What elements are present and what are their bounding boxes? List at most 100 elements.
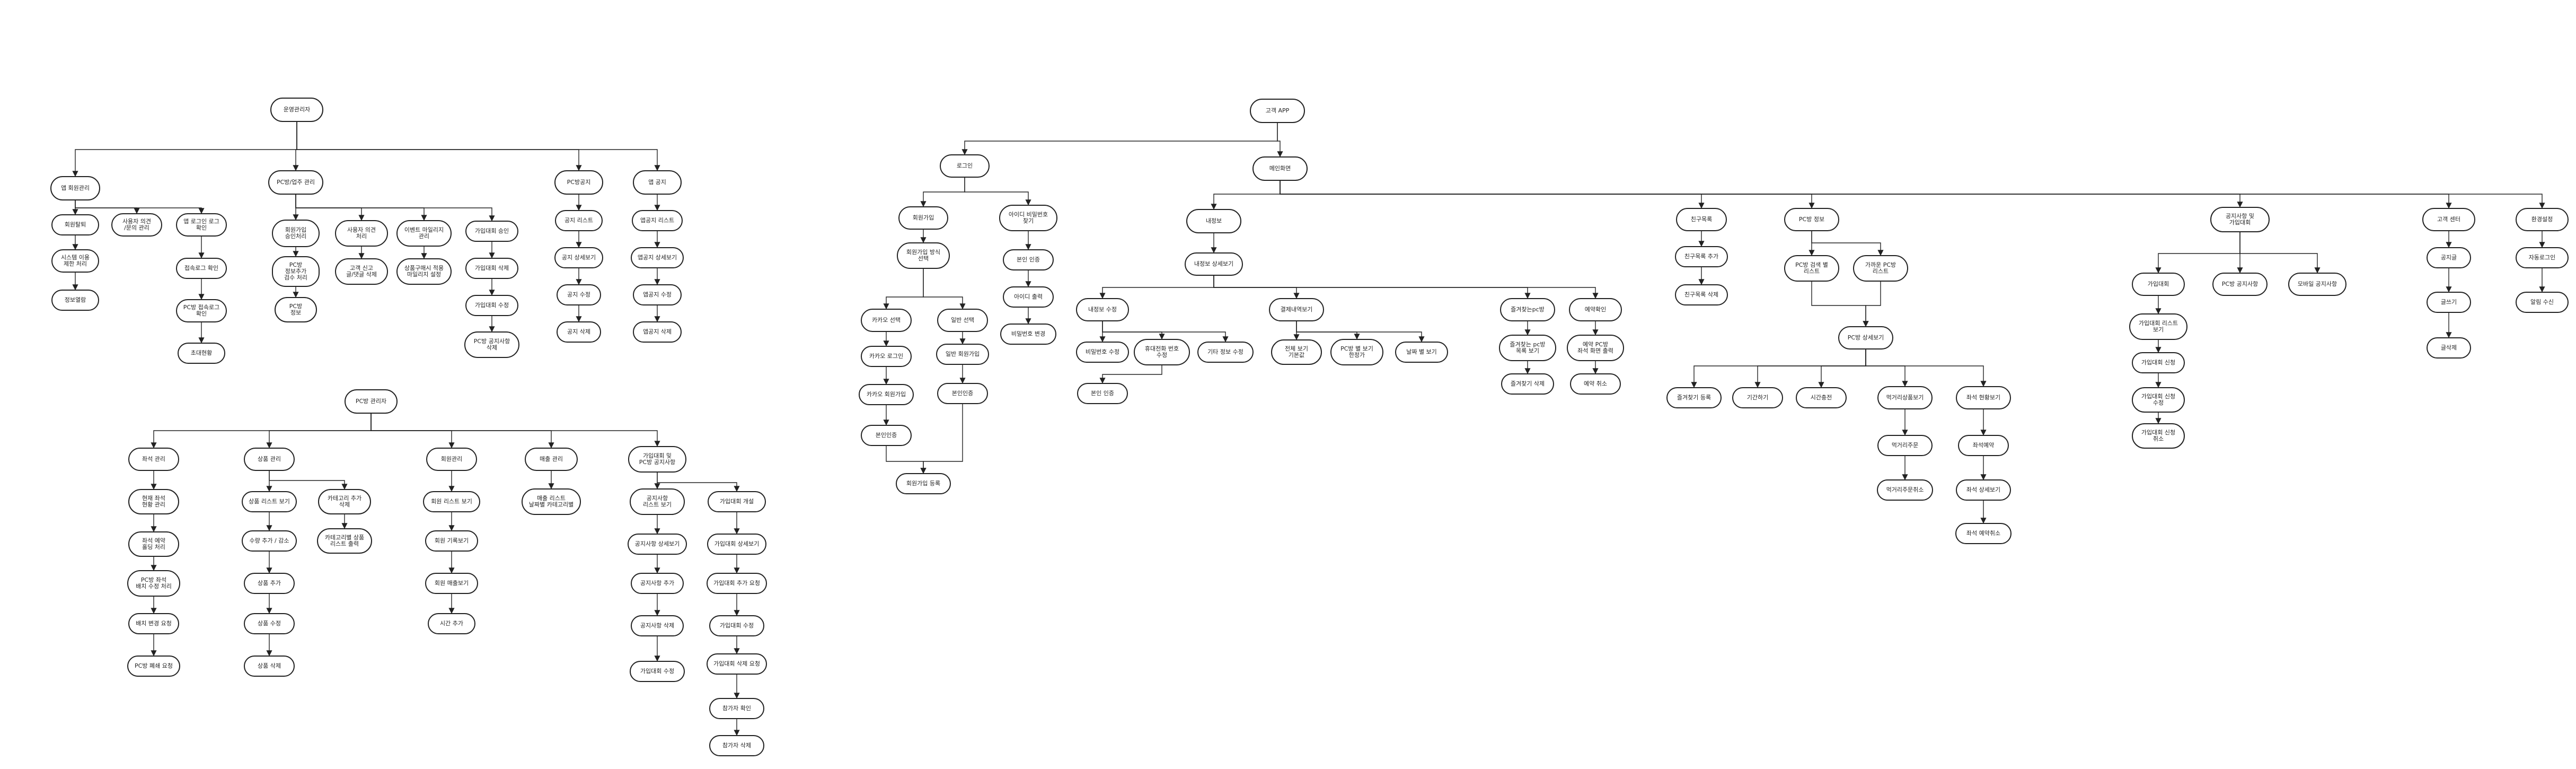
node-pd5a: 좌석예약 bbox=[1958, 435, 2009, 456]
edge-op_pc_mgmt-to-op_report bbox=[295, 195, 365, 221]
node-pc-n2: 공지사항 상세보기 bbox=[628, 534, 687, 555]
node-pc-t5: 가입대회 삭제 요청 bbox=[707, 653, 767, 675]
node-rsv: 예약확인 bbox=[1569, 298, 1622, 321]
node-op-event2: 상품구매시 적용 마일리지 설정 bbox=[396, 258, 452, 285]
node-pc-sales: 매출 관리 bbox=[525, 448, 578, 471]
node-op-pc-notice: PC방공지 bbox=[554, 170, 603, 195]
node-pc-t1: 가입대회 개설 bbox=[708, 491, 766, 512]
edge-pay-to-pay3 bbox=[1296, 321, 1425, 343]
node-friend: 친구목록 bbox=[1676, 208, 1727, 231]
edge-myinfo2-to-pay bbox=[1213, 276, 1300, 299]
edge-pcinfo_detail-to-pd5 bbox=[1865, 349, 1987, 387]
edge-main-to-setting bbox=[1280, 181, 2545, 209]
node-pc-mem4: 회원 매출보기 bbox=[425, 573, 478, 594]
node-findid4: 비밀번호 변경 bbox=[1000, 324, 1056, 345]
node-signup: 회원가입 bbox=[898, 206, 948, 230]
node-op-tour2: 가입대회 삭제 bbox=[465, 258, 518, 279]
node-cs2: 글쓰기 bbox=[2427, 292, 2471, 313]
node-op-tour4: PC방 공지사항 삭제 bbox=[464, 331, 519, 358]
edge-pc_goods-to-pc_cat bbox=[269, 471, 348, 490]
node-op-tour3: 가입대회 수정 bbox=[465, 295, 518, 316]
node-kakao2: 카카오 로그인 bbox=[861, 346, 912, 367]
node-op-user-inquiry: 사용자 의견 /문의 관리 bbox=[111, 213, 162, 237]
node-pcinfo-detail: PC방 상세보기 bbox=[1838, 326, 1893, 349]
edge-myinfo2-to-fav bbox=[1213, 276, 1531, 299]
node-friend3: 친구목록 삭제 bbox=[1675, 284, 1728, 305]
edge-pcinfo-to-pcinfo_b bbox=[1811, 231, 1884, 256]
node-cs: 고객 센터 bbox=[2422, 208, 2475, 231]
node-pd4a: 먹거리주문 bbox=[1877, 435, 1933, 456]
node-pc-goods5: 상품 수정 bbox=[244, 613, 295, 634]
node-pc-mem2: 회원 리스트 보기 bbox=[423, 491, 480, 512]
node-rsv3: 예약 취소 bbox=[1570, 373, 1621, 395]
edge-app_root-to-login bbox=[961, 123, 1278, 155]
node-pc-seat2: 현재 좌석 현황 관리 bbox=[128, 489, 179, 514]
node-pd5: 좌석 현황보기 bbox=[1956, 386, 2011, 409]
node-op-pc-log: 앱 로그인 로그 확인 bbox=[176, 213, 227, 237]
node-rsv2: 예약 PC방 좌석 화면 출력 bbox=[1567, 335, 1624, 361]
node-pc-seat6: PC방 폐쇄 요청 bbox=[127, 656, 180, 677]
node-pc-mem5: 시간 추가 bbox=[428, 613, 475, 634]
edge-pcinfo_detail-to-pd4 bbox=[1865, 349, 1908, 387]
node-pc-n1: 공지사항 리스트 보기 bbox=[630, 488, 685, 515]
node-pc-goods2: 상품 리스트 보기 bbox=[242, 491, 297, 512]
edge-op_member-to-op_user_inquiry bbox=[75, 200, 140, 214]
edge-login-to-signup bbox=[920, 178, 965, 207]
node-pc-sales2: 매출 리스트 날짜별 카테고리별 bbox=[522, 488, 581, 515]
node-fav3: 즐겨찾기 삭제 bbox=[1501, 373, 1554, 395]
edge-main-to-myinfo bbox=[1211, 181, 1281, 210]
node-edit-phone: 휴대전화 번호 수정 bbox=[1134, 339, 1190, 365]
edge-pcinfo_detail-to-pd1 bbox=[1691, 349, 1866, 388]
node-pc-goods3: 수량 추가 / 감소 bbox=[242, 530, 297, 552]
node-myinfo2: 내정보 상세보기 bbox=[1185, 252, 1243, 276]
node-fav: 즐겨찾는pc방 bbox=[1500, 298, 1555, 321]
node-op-an-2: 앱공지 상세보기 bbox=[631, 247, 684, 268]
node-op-pc-reg: 회원가입 승인처리 bbox=[272, 220, 320, 247]
edge-signup2-to-kakao bbox=[883, 269, 924, 310]
edge-op_pc_mgmt-to-op_event bbox=[295, 195, 427, 221]
node-main: 메인화면 bbox=[1252, 156, 1308, 181]
edge-signup2-to-normal bbox=[923, 269, 966, 310]
node-set2: 알림 수신 bbox=[2516, 292, 2569, 313]
node-pc-goods: 상품 관리 bbox=[244, 448, 295, 471]
edge-op_pc_mgmt-to-op_tour bbox=[295, 195, 495, 222]
node-op-pcn-4: 공지 삭제 bbox=[557, 321, 601, 343]
node-op-pc-reg2: PC방 정보추가 검수 처리 bbox=[272, 256, 320, 287]
node-pc-seat4: PC방 좌석 배치 수정 처리 bbox=[127, 570, 180, 597]
node-pd3: 시간충전 bbox=[1796, 387, 1847, 408]
node-op-tour: 가입대회 승인 bbox=[465, 221, 518, 242]
node-fav2: 즐겨찾는 pc방 목록 보기 bbox=[1499, 335, 1556, 361]
node-pay: 결제내역보기 bbox=[1269, 298, 1324, 321]
node-signup-done: 회원가입 등록 bbox=[896, 473, 951, 494]
node-op-member: 앱 회원관리 bbox=[50, 176, 100, 200]
node-n-tour: 가입대회 bbox=[2132, 273, 2185, 296]
node-op-an-3: 앱공지 수정 bbox=[633, 284, 682, 305]
node-normal3: 본인인증 bbox=[937, 383, 988, 404]
node-findid: 아이디 비밀번호 찾기 bbox=[999, 205, 1057, 231]
node-cs1: 공지글 bbox=[2427, 247, 2471, 268]
node-pay1: 전체 보기 기본값 bbox=[1271, 339, 1322, 365]
node-pd4b: 먹거리주문취소 bbox=[1877, 479, 1933, 501]
node-pc-n4: 공지사항 삭제 bbox=[631, 615, 684, 636]
node-pd4: 먹거리상품보기 bbox=[1877, 386, 1933, 409]
node-edit-pw: 비밀번호 수정 bbox=[1076, 342, 1129, 363]
node-pc-n5: 가입대회 수정 bbox=[630, 661, 685, 682]
node-pc-t2: 가입대회 상세보기 bbox=[707, 534, 766, 555]
edge-notice-to-n_app bbox=[2239, 232, 2321, 274]
edge-pc_root-to-pc_goods bbox=[266, 414, 372, 449]
node-nt1: 가입대회 리스트 보기 bbox=[2129, 313, 2187, 340]
edge-pay-to-pay2 bbox=[1296, 321, 1360, 340]
edge-op_root-to-op_app_notice bbox=[296, 122, 660, 171]
node-pcinfo-b: 가까운 PC방 리스트 bbox=[1853, 255, 1908, 282]
node-pc-t4: 가입대회 수정 bbox=[709, 615, 764, 636]
node-pc-cat: 카테고리 추가 삭제 bbox=[318, 489, 371, 514]
node-op-root: 운영관리자 bbox=[270, 98, 323, 122]
node-pd2: 기간하기 bbox=[1732, 387, 1783, 408]
node-kakao3: 카카오 회원가입 bbox=[859, 384, 914, 405]
node-op-report2: 고객 신고 글/댓글 삭제 bbox=[335, 258, 388, 285]
node-app-root: 고객 APP bbox=[1250, 99, 1305, 123]
node-edit-phone2: 본인 인증 bbox=[1077, 383, 1128, 404]
node-login: 로그인 bbox=[940, 154, 990, 178]
node-edit: 내정보 수정 bbox=[1076, 298, 1129, 321]
